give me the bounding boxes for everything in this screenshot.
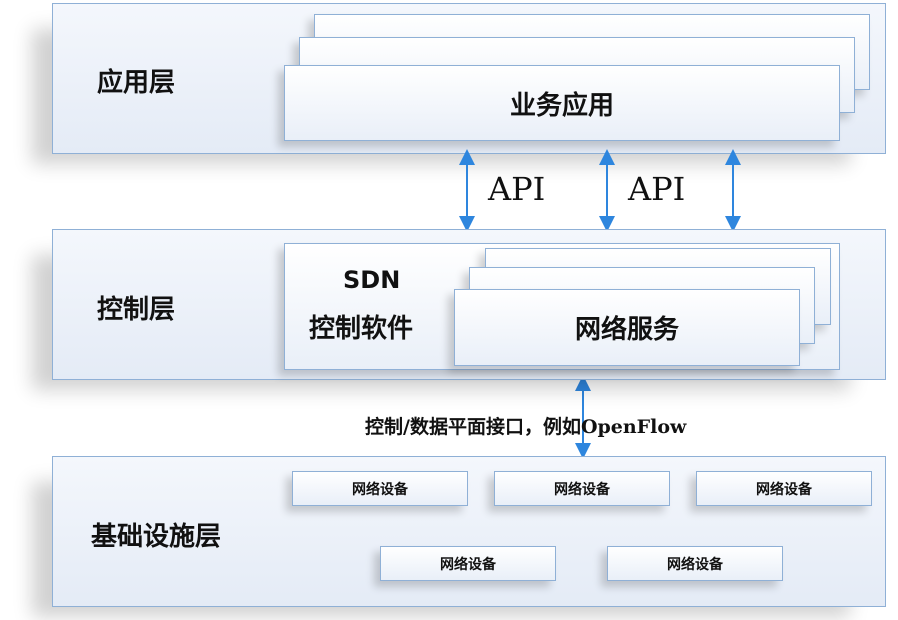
- business-app-box: 业务应用: [284, 65, 840, 141]
- sdn-label: SDN: [343, 266, 401, 294]
- application-layer-label: 应用层: [97, 68, 176, 98]
- network-device-label: 网络设备: [667, 556, 723, 573]
- control-layer-label: 控制层: [97, 295, 176, 325]
- network-service-box: 网络服务: [454, 289, 800, 366]
- network-device-3: 网络设备: [696, 471, 872, 506]
- infrastructure-layer-label: 基础设施层: [91, 522, 222, 552]
- network-device-label: 网络设备: [352, 481, 408, 498]
- controller-software-label: 控制软件: [309, 314, 414, 344]
- network-device-label: 网络设备: [554, 481, 610, 498]
- network-device-5: 网络设备: [607, 546, 783, 581]
- network-device-2: 网络设备: [494, 471, 670, 506]
- network-device-1: 网络设备: [292, 471, 468, 506]
- api-label-right: API: [628, 170, 686, 208]
- southbound-interface-label: 控制/数据平面接口，例如OpenFlow: [365, 416, 687, 438]
- api-label-left: API: [488, 170, 546, 208]
- network-device-4: 网络设备: [380, 546, 556, 581]
- business-app-label: 业务应用: [509, 90, 614, 121]
- network-device-label: 网络设备: [756, 481, 812, 498]
- network-service-label: 网络服务: [574, 315, 679, 345]
- network-device-label: 网络设备: [440, 556, 496, 573]
